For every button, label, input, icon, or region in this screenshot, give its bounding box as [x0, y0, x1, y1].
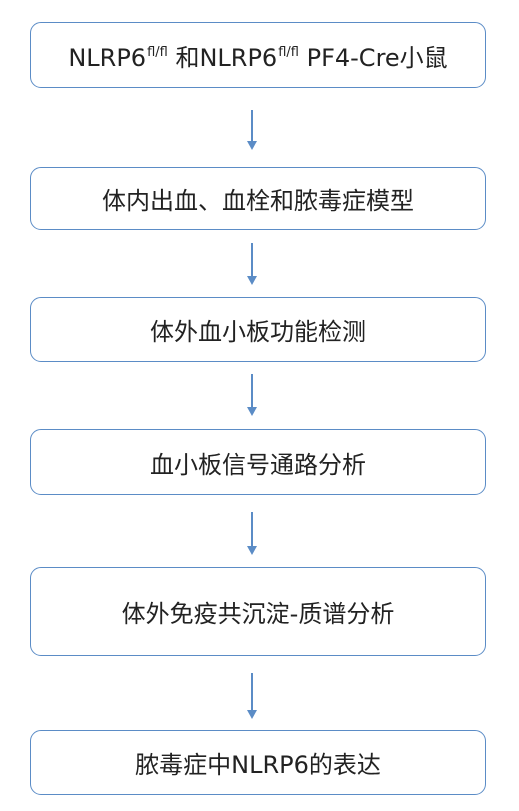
step-2-label: 体内出血、血栓和脓毒症模型 — [102, 187, 414, 215]
step-box-mouse-model: NLRP6fl/fl 和NLRP6fl/fl PF4-Cre小鼠 — [30, 22, 486, 88]
flow-arrow-5 — [247, 673, 257, 719]
step-1-text: NLRP6fl/fl 和NLRP6fl/fl PF4-Cre小鼠 — [68, 38, 447, 73]
flow-arrow-3 — [247, 374, 257, 416]
flow-arrow-2 — [247, 243, 257, 285]
step-box-in-vivo-models: 体内出血、血栓和脓毒症模型 — [30, 167, 486, 230]
gene-name-2: 和NLRP6 — [167, 43, 278, 72]
flow-arrow-4 — [247, 512, 257, 555]
step-6-label: 脓毒症中NLRP6的表达 — [135, 751, 381, 779]
step-3-label: 体外血小板功能检测 — [150, 318, 366, 346]
flow-arrow-1 — [247, 110, 257, 150]
floxed-superscript-2: fl/fl — [278, 44, 299, 60]
gene-name-1: NLRP6 — [68, 43, 147, 72]
step-5-label: 体外免疫共沉淀-质谱分析 — [121, 600, 395, 628]
floxed-superscript-1: fl/fl — [147, 44, 168, 60]
step-box-signaling-analysis: 血小板信号通路分析 — [30, 429, 486, 495]
step-box-co-ip-ms: 体外免疫共沉淀-质谱分析 — [30, 567, 486, 656]
cre-mouse-label: PF4-Cre小鼠 — [298, 43, 448, 72]
step-4-label: 血小板信号通路分析 — [150, 450, 366, 479]
step-box-sepsis-expression: 脓毒症中NLRP6的表达 — [30, 730, 486, 795]
step-box-platelet-function: 体外血小板功能检测 — [30, 297, 486, 362]
